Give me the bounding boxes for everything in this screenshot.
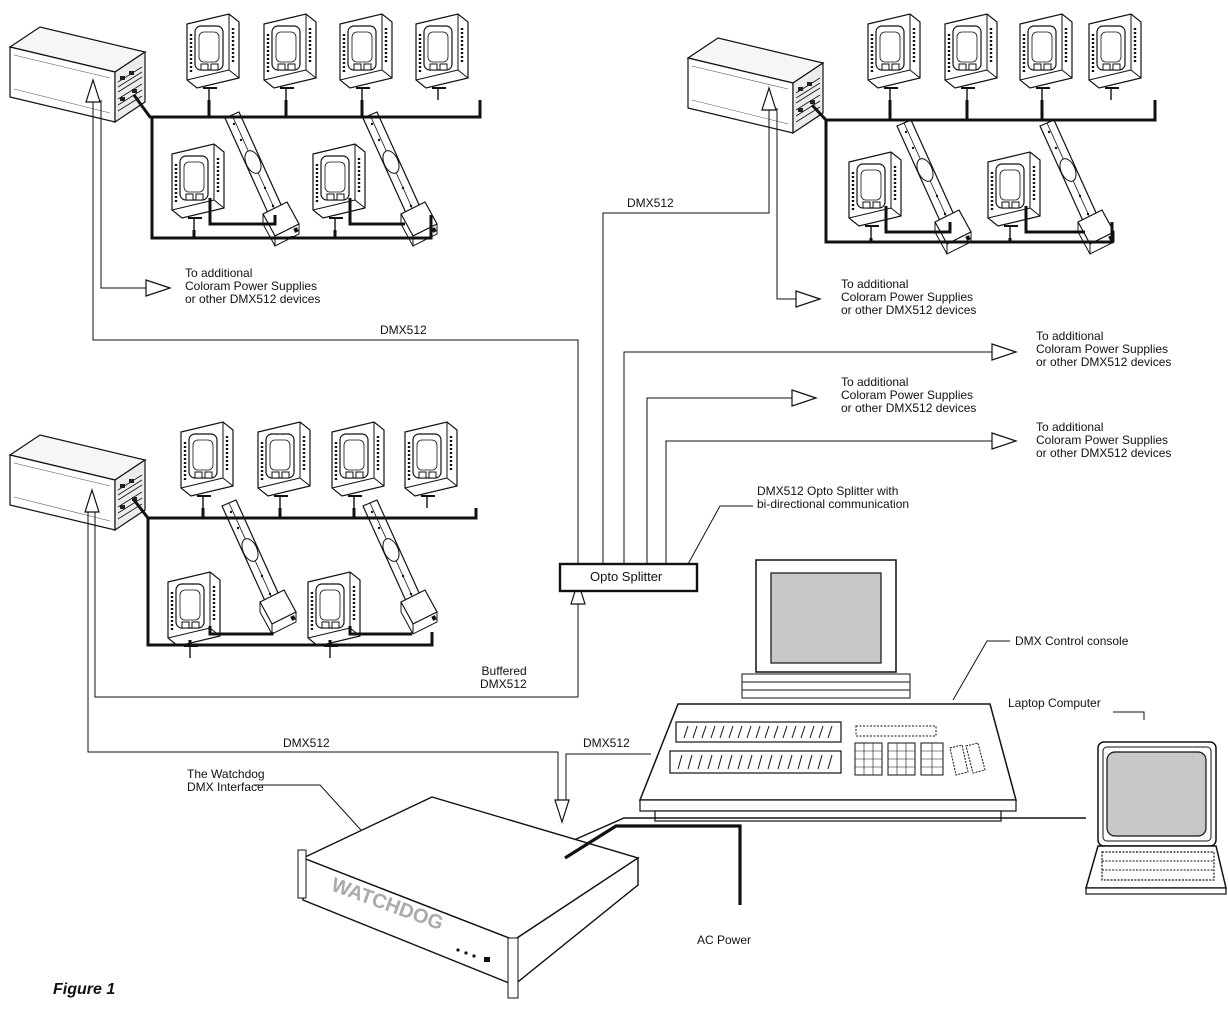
dmx-label-upper-left: DMX512 (380, 323, 427, 337)
dmx-label-top-right: DMX512 (627, 196, 674, 210)
control-console-label: DMX Control console (1015, 634, 1129, 648)
dmx-label-console: DMX512 (583, 736, 630, 750)
laptop-label: Laptop Computer (1008, 696, 1101, 710)
console-icon (638, 559, 1017, 822)
cables-top-right (810, 100, 1157, 244)
dmx-label-bottom-left: DMX512 (283, 736, 330, 750)
opto-splitter-label: Opto Splitter (590, 569, 663, 584)
fixture-group-middle-left (166, 420, 459, 660)
fixture-group-top-right (847, 12, 1143, 256)
laptop-icon (1085, 741, 1227, 895)
ac-power-cable (564, 824, 742, 905)
ac-power-label: AC Power (697, 933, 752, 947)
cables-top-left (132, 94, 482, 240)
laptop-cable (573, 817, 1086, 841)
opto-splitter-box (558, 562, 699, 593)
cables-middle-left (132, 499, 478, 647)
power-supply-top-left (9, 26, 146, 123)
power-supply-top-right (687, 37, 824, 134)
power-supply-middle-left (9, 434, 146, 531)
fixture-group-top-left (170, 12, 470, 248)
watchdog-interface-icon: WATCHDOG (297, 796, 640, 999)
dmx-lines (87, 100, 1145, 841)
figure-caption: Figure 1 (53, 981, 116, 998)
